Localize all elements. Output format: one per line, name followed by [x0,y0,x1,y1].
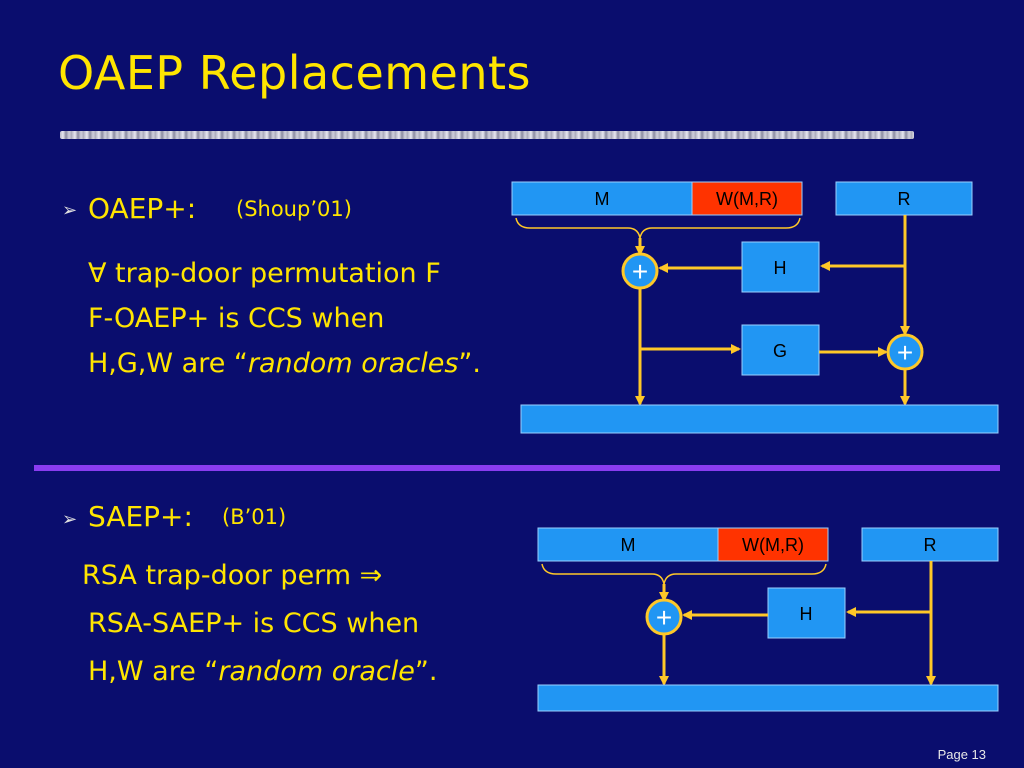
b01-citation: (B’01) [222,505,287,529]
xor-node-2 [886,333,924,371]
box-w-label: W(M,R) [716,189,778,209]
oaep-line-3: H,G,W are “random oracles”. [88,348,481,379]
bullet-arrow-icon: ➢ [62,200,78,221]
output-box [520,404,999,434]
saep-line-2: RSA-SAEP+ is CCS when [88,608,420,639]
box-r-label: R [898,189,911,209]
box-m-label: M [595,189,610,209]
box-g-label: G [773,341,787,361]
saep-plus-diagram: M W(M,R) R H + [537,527,999,712]
xor-node [645,598,683,636]
page-number: Page 13 [937,747,986,762]
oaep-plus-diagram: M W(M,R) R H G + + [511,181,999,434]
section-divider [34,465,1000,471]
slide-title: OAEP Replacements [58,46,532,100]
box-r-label: R [924,535,937,555]
xor-symbol: + [897,337,913,368]
box-h [767,587,846,639]
xor-symbol: + [632,256,648,287]
bullet-arrow-icon: ➢ [62,509,78,530]
box-w [717,527,829,562]
brace [541,563,827,585]
box-g [741,324,820,376]
box-h [741,241,820,293]
saep-line-1: RSA trap-door perm ⇒ [82,560,383,591]
box-m-label: M [621,535,636,555]
box-m [537,527,719,562]
title-rule [60,131,914,139]
box-w [691,181,803,216]
xor-symbol: + [656,602,672,633]
box-h-label: H [774,258,787,278]
box-r [835,181,973,216]
box-w-label: W(M,R) [742,535,804,555]
brace [515,217,801,239]
saep-line-3: H,W are “random oracle”. [88,656,438,687]
box-h-label: H [800,604,813,624]
oaep-line-2: F-OAEP+ is CCS when [88,303,385,334]
box-r [861,527,999,562]
box-m [511,181,693,216]
oaep-line-1: ∀ trap-door permutation F [88,258,441,289]
saep-plus-label: SAEP+: [88,500,193,533]
xor-node-1 [621,252,659,290]
output-box [537,684,999,712]
oaep-plus-label: OAEP+: [88,192,197,225]
shoup-citation: (Shoup’01) [236,197,352,221]
